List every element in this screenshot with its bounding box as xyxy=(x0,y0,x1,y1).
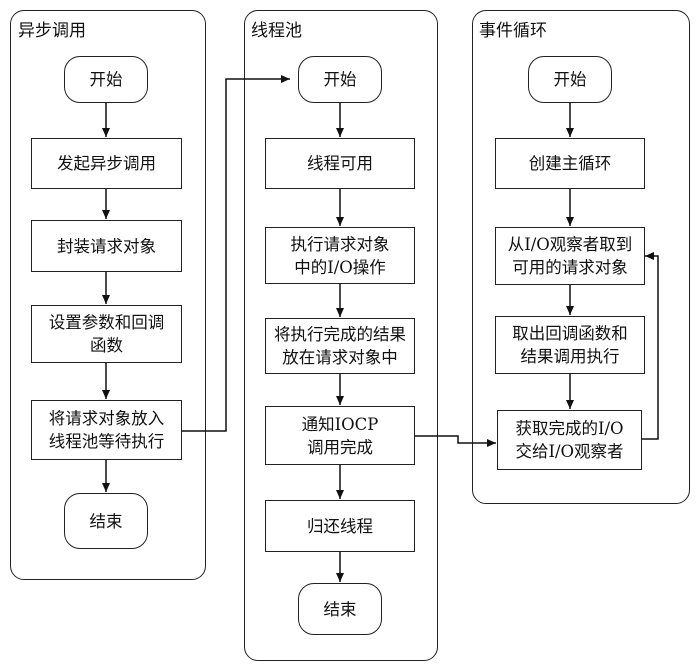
lane-thread-pool-title: 线程池 xyxy=(251,21,302,41)
lane-event-loop-title: 事件循环 xyxy=(479,21,547,41)
arrow-get-loop-back-to-fetch xyxy=(642,252,659,440)
node-thread-exec: 执行请求对象 中的I/O操作 xyxy=(265,227,415,284)
node-async-start: 开始 xyxy=(64,56,148,103)
arrow-enqueue-to-thread-start xyxy=(182,75,290,432)
node-async-wrap: 封装请求对象 xyxy=(31,220,182,272)
node-event-start: 开始 xyxy=(528,56,612,103)
node-event-get: 获取完成的I/O 交给I/O观察者 xyxy=(497,410,642,470)
lane-event-loop xyxy=(472,10,690,504)
node-thread-end: 结束 xyxy=(298,583,382,635)
lane-async-call xyxy=(10,10,206,580)
node-thread-start: 开始 xyxy=(298,56,382,103)
node-event-fetch: 从I/O观察者取到 可用的请求对象 xyxy=(495,227,645,285)
node-thread-notify: 通知IOCP 调用完成 xyxy=(265,406,415,465)
node-async-enqueue: 将请求对象放入 线程池等待执行 xyxy=(31,400,182,460)
node-thread-available: 线程可用 xyxy=(265,138,415,189)
node-event-callback: 取出回调函数和 结果调用执行 xyxy=(495,316,645,374)
node-thread-store: 将执行完成的结果 放在请求对象中 xyxy=(265,318,415,374)
lane-thread-pool xyxy=(244,10,438,661)
node-event-create: 创建主循环 xyxy=(495,138,645,189)
node-thread-return: 归还线程 xyxy=(265,500,415,552)
lane-async-call-title: 异步调用 xyxy=(18,21,86,41)
node-async-initiate: 发起异步调用 xyxy=(31,138,182,189)
node-async-end: 结束 xyxy=(64,493,148,549)
node-async-setparams: 设置参数和回调 函数 xyxy=(31,305,182,363)
arrow-notify-to-get xyxy=(414,435,496,447)
